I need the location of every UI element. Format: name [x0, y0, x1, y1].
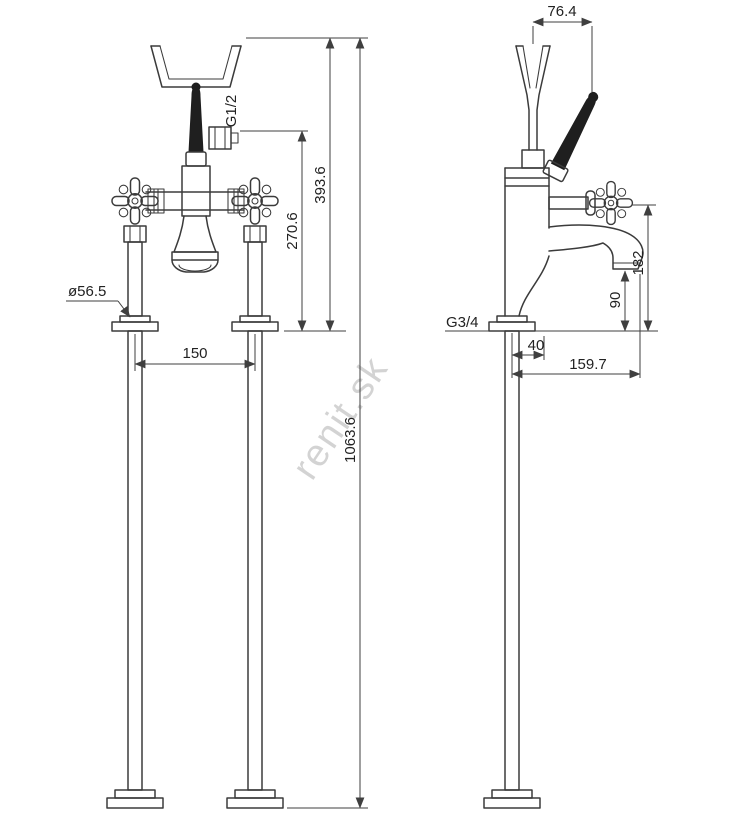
dim-label-spout-underside-height: 90 — [607, 292, 624, 309]
dim-label-spout-top-height: 182 — [630, 250, 647, 275]
front-view: G1/2 ø56.5 150 270.6 393.6 1063.6 — [66, 37, 368, 809]
cross-handle-left — [111, 177, 159, 317]
standpipe-left — [106, 315, 164, 809]
watermark: renit.sk — [285, 349, 397, 487]
lever-handle-front — [185, 82, 207, 167]
cradle-side — [515, 45, 551, 169]
cross-handle-right — [231, 177, 279, 317]
dim-label-body-offset: 40 — [528, 337, 545, 354]
dim-label-top-height: 393.6 — [312, 166, 329, 204]
dim-label-cover-plate-diameter: ø56.5 — [68, 283, 106, 300]
dim-label-pipe-centres: 150 — [182, 345, 207, 362]
cradle-front — [150, 45, 242, 88]
hose-outlet — [208, 126, 239, 150]
mixer-body-side — [504, 167, 550, 317]
lever-handle-side — [542, 91, 599, 183]
dim-label-g34: G3/4 — [446, 314, 479, 331]
side-dimensions: 76.4 G3/4 182 90 40 159.7 — [445, 3, 658, 379]
dim-label-hose-outlet-height: 270.6 — [284, 212, 301, 250]
dim-label-spout-projection: 159.7 — [569, 356, 607, 373]
standpipe-side — [483, 315, 541, 809]
side-view: 76.4 G3/4 182 90 40 159.7 — [445, 3, 658, 809]
bath-spout-front — [171, 215, 219, 273]
dim-label-g12: G1/2 — [223, 95, 240, 128]
front-dimensions: G1/2 ø56.5 150 270.6 393.6 1063.6 — [66, 37, 368, 809]
watermark-text: renit.sk — [285, 349, 397, 487]
bath-spout-side — [548, 224, 644, 270]
standpipe-right — [226, 315, 284, 809]
dim-label-total-height: 1063.6 — [342, 417, 359, 463]
dim-label-handle-projection: 76.4 — [547, 3, 576, 20]
mixer-body-front — [145, 165, 245, 217]
cross-handle-side — [548, 180, 634, 226]
